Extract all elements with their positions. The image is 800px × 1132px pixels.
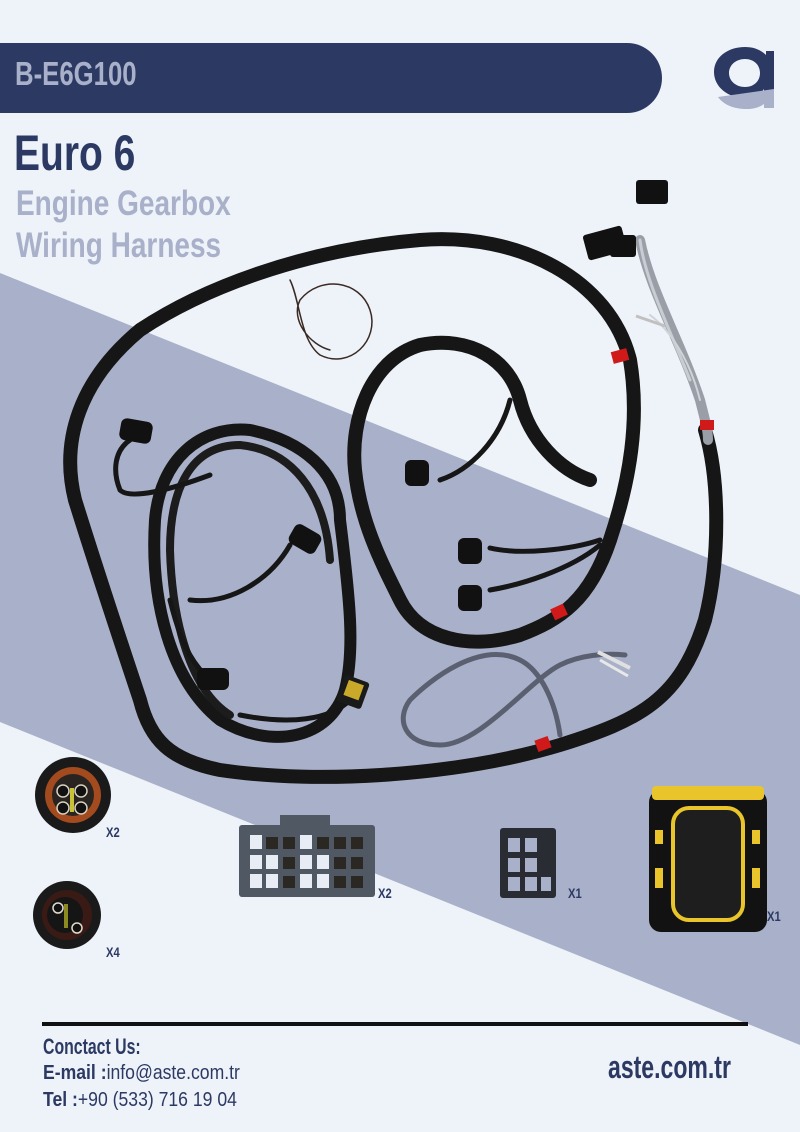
connector-x2-grey: [239, 815, 375, 897]
header-bar: B-E6G100: [0, 43, 662, 113]
connector-x1-small: [500, 828, 556, 898]
email-link[interactable]: info@aste.com.tr: [106, 1062, 240, 1084]
tel-link[interactable]: +90 (533) 716 19 04: [77, 1089, 237, 1111]
connector-x4-round: [33, 881, 101, 949]
tel-label: Tel :: [43, 1089, 78, 1111]
connector-label-x1-small: X1: [568, 885, 582, 901]
website-link[interactable]: aste.com.tr: [608, 1049, 731, 1085]
subtitle-line1: Engine Gearbox: [16, 184, 231, 223]
connector-x1-yellow: [649, 786, 767, 932]
connector-label-x2-round: X2: [106, 824, 120, 840]
subtitle-line2: Wiring Harness: [16, 226, 222, 265]
contact-phone: Tel :+90 (533) 716 19 04: [43, 1089, 237, 1112]
connector-label-x4: X4: [106, 944, 120, 960]
email-label: E-mail :: [43, 1062, 107, 1084]
contact-heading: Conctact Us:: [43, 1034, 141, 1059]
contact-email: E-mail :info@aste.com.tr: [43, 1062, 240, 1085]
title-euro6: Euro 6: [14, 125, 136, 181]
product-code: B-E6G100: [15, 55, 137, 92]
footer-divider: [42, 1022, 748, 1026]
connector-label-x2-grey: X2: [378, 885, 392, 901]
connector-label-x1-yellow: X1: [767, 908, 781, 924]
connector-x2-round: [35, 757, 111, 833]
aste-a-logo-icon: [714, 47, 774, 109]
